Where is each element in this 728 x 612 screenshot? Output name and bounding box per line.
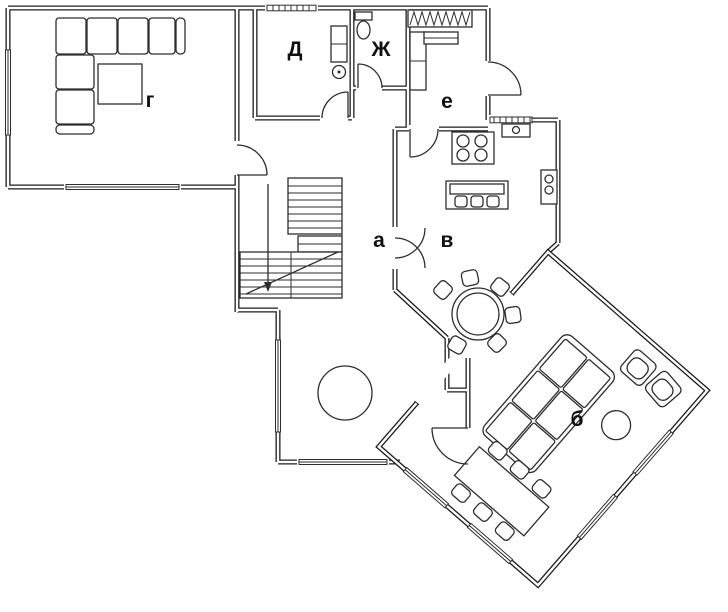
dining-chair-icon: [433, 269, 522, 355]
window-icon: [5, 49, 11, 136]
wall-sink-icon: [501, 123, 531, 138]
sink-unit-icon: [540, 169, 558, 205]
interior-door-icon: [321, 91, 349, 119]
double-door-icon: [394, 227, 426, 269]
window-icon: [575, 492, 620, 541]
living-wing: [375, 248, 711, 589]
interior-door-icon: [409, 128, 439, 158]
dining-table-icon: [453, 445, 550, 537]
room-label-g: г: [145, 89, 155, 112]
window-icon: [65, 184, 180, 190]
staircase-icon: [239, 177, 343, 299]
window-icon: [275, 339, 281, 433]
fixtures: [55, 9, 558, 421]
wardrobe-icon: [409, 31, 427, 91]
dining-chair-icon: [450, 440, 552, 541]
toilet-icon: [354, 11, 373, 40]
radiator-icon: [407, 9, 473, 28]
armchair-icon: [619, 349, 657, 386]
window-icon: [466, 521, 515, 566]
room-label-zh: Ж: [371, 38, 391, 61]
interior-door-icon: [357, 63, 383, 89]
interior-door-icon: [431, 427, 469, 465]
window-icon: [631, 428, 675, 477]
windows: [5, 4, 533, 465]
interior-door-icon: [236, 144, 268, 176]
doors: [236, 61, 522, 465]
window-icon: [401, 465, 450, 510]
coffee-table-icon: [97, 63, 143, 105]
bar-stool-icon: [454, 195, 500, 208]
corner-sofa-icon: [55, 17, 186, 135]
window-icon: [489, 116, 533, 124]
armchair-icon: [644, 370, 682, 408]
round-dining-table-icon: [451, 287, 505, 341]
bench-icon: [423, 31, 459, 45]
window-icon: [266, 4, 317, 12]
room-label-d: Д: [287, 38, 303, 61]
room-label-e: е: [441, 90, 453, 113]
room-label-b: б: [570, 408, 584, 431]
washing-machine-icon: [330, 25, 348, 80]
sectional-sofa-icon: [482, 334, 616, 474]
stove-icon: [451, 131, 495, 165]
column-circle-icon: [317, 365, 373, 421]
entrance-door-icon: [487, 61, 522, 96]
side-table-icon: [600, 410, 632, 441]
room-label-v: в: [440, 229, 454, 252]
window-icon: [298, 459, 388, 465]
room-label-a: а: [373, 229, 385, 252]
